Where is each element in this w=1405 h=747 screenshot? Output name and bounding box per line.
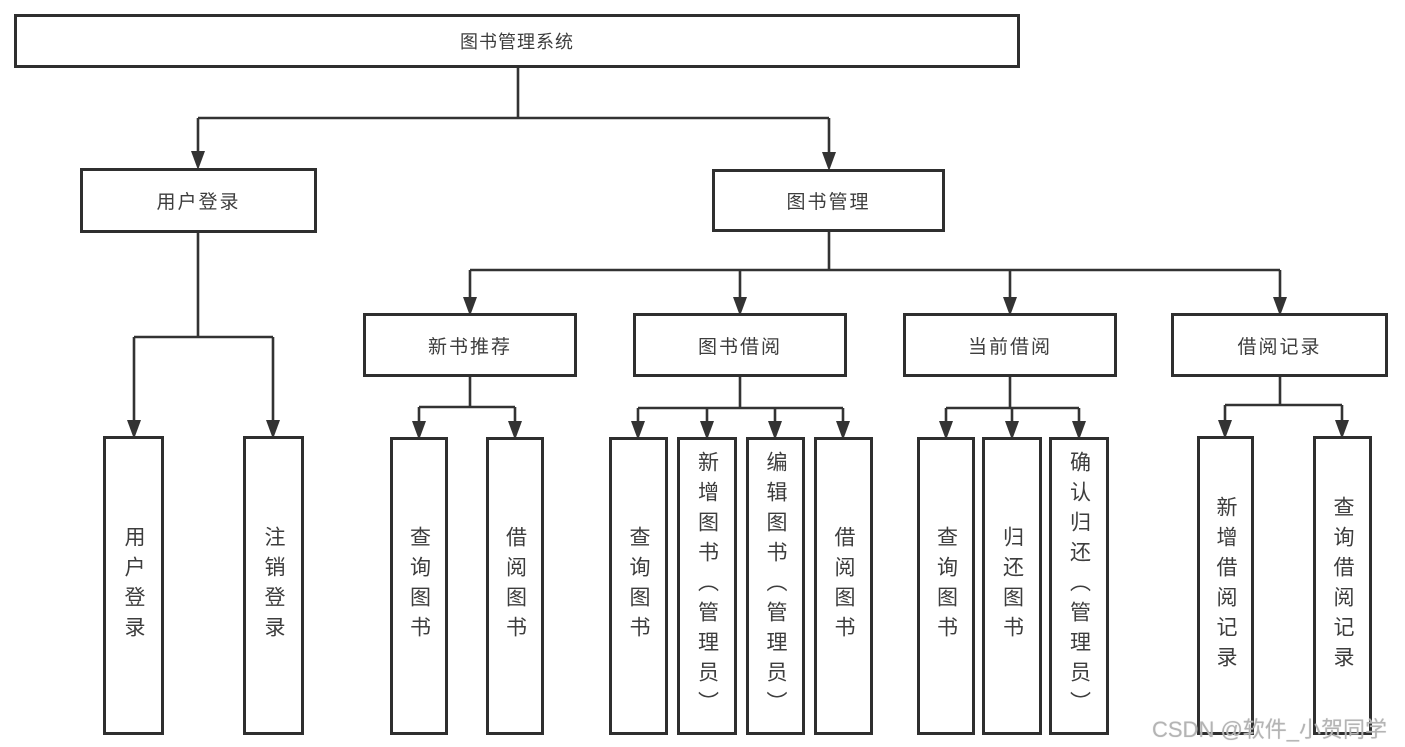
node-label: 查询图书 [934, 526, 958, 646]
node-label: 新增图书（管理员） [695, 451, 719, 721]
node-add-borrow-record: 新增借阅记录 [1197, 436, 1254, 735]
node-label: 查询图书 [627, 526, 650, 646]
node-user-login-leaf: 用户登录 [103, 436, 164, 735]
node-label: 归还图书 [1000, 526, 1024, 646]
node-borrow-books-recommend: 借阅图书 [486, 437, 544, 735]
node-label: 用户登录 [122, 525, 145, 646]
node-label: 借阅记录 [1237, 336, 1322, 358]
node-label: 查询图书 [407, 526, 431, 646]
node-query-books-recommend: 查询图书 [390, 437, 448, 735]
node-logout: 注销登录 [243, 436, 304, 735]
node-query-books-borrowing: 查询图书 [609, 437, 668, 735]
node-query-borrow-record: 查询借阅记录 [1313, 436, 1372, 735]
node-label: 借阅图书 [832, 526, 855, 646]
node-label: 新书推荐 [427, 336, 512, 358]
node-label: 确认归还（管理员） [1067, 451, 1091, 721]
node-label: 新增借阅记录 [1214, 495, 1237, 676]
node-query-books-current: 查询图书 [917, 437, 975, 735]
node-label: 用户登录 [156, 192, 241, 213]
node-label: 当前借阅 [967, 336, 1052, 358]
node-library-system: 图书管理系统 [14, 14, 1020, 68]
node-label: 图书管理 [786, 192, 871, 213]
node-add-books-admin: 新增图书（管理员） [677, 437, 737, 735]
node-label: 图书借阅 [697, 336, 782, 358]
node-new-book-recommendation: 新书推荐 [363, 313, 577, 377]
node-borrow-books-borrowing: 借阅图书 [814, 437, 873, 735]
node-label: 图书管理系统 [460, 32, 574, 52]
node-current-borrowing: 当前借阅 [903, 313, 1117, 377]
node-confirm-return-admin: 确认归还（管理员） [1049, 437, 1109, 735]
node-label: 编辑图书（管理员） [764, 451, 787, 721]
node-edit-books-admin: 编辑图书（管理员） [746, 437, 805, 735]
node-book-borrowing: 图书借阅 [633, 313, 847, 377]
node-user-login: 用户登录 [80, 168, 317, 233]
node-label: 借阅图书 [503, 526, 527, 646]
node-return-books: 归还图书 [982, 437, 1042, 735]
watermark: CSDN @软件_小贺同学 [1152, 717, 1388, 742]
node-label: 查询借阅记录 [1331, 495, 1354, 676]
node-book-management: 图书管理 [712, 169, 945, 232]
node-label: 注销登录 [262, 525, 285, 646]
node-borrowing-records: 借阅记录 [1171, 313, 1388, 377]
